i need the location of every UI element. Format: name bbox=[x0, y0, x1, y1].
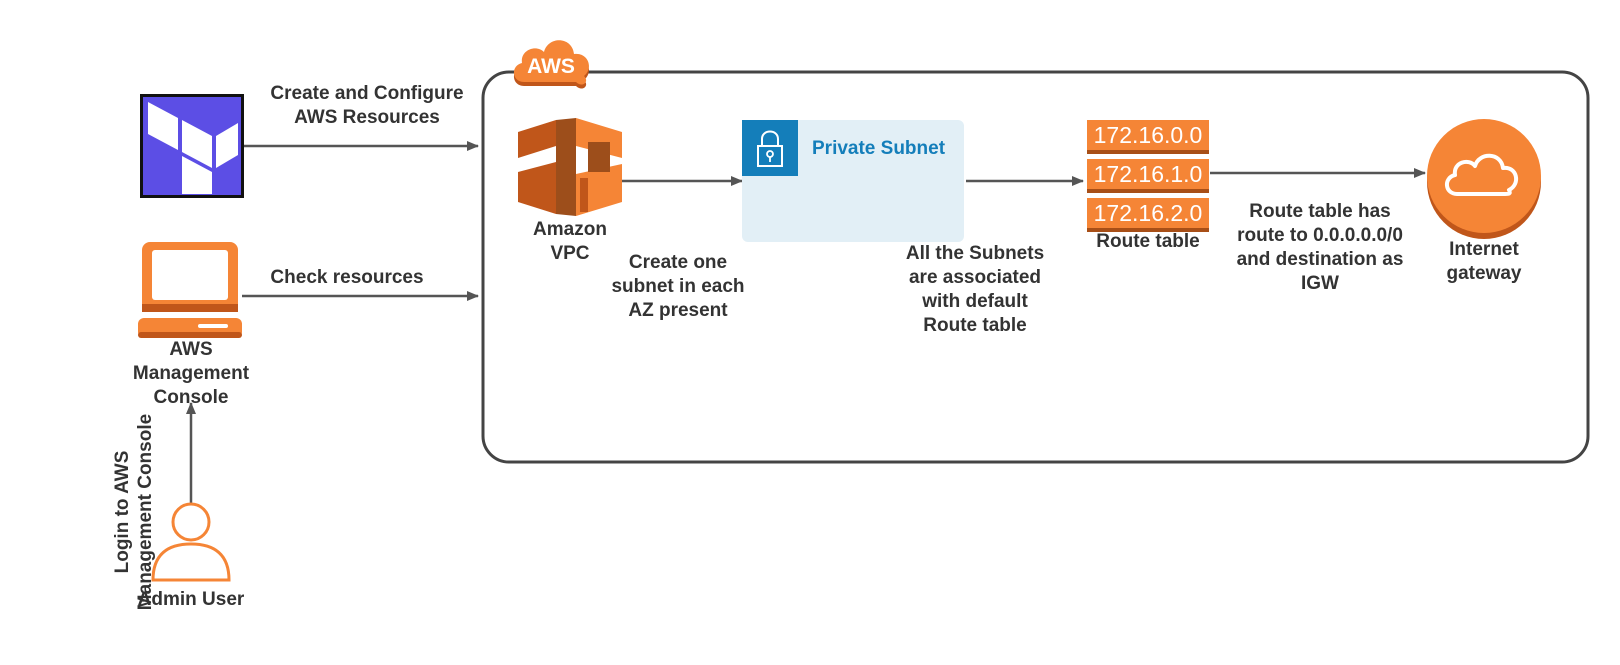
label-subnets-associated: All the Subnets are associated with defa… bbox=[905, 243, 1045, 336]
internet-gateway-node bbox=[1425, 118, 1543, 240]
terraform-icon bbox=[140, 94, 244, 198]
vpc-node bbox=[518, 118, 622, 218]
lock-icon bbox=[757, 130, 783, 167]
aws-cloud-icon bbox=[513, 40, 589, 89]
amazon-vpc-icon bbox=[518, 118, 622, 216]
admin-user-node bbox=[150, 502, 232, 582]
user-icon bbox=[151, 502, 231, 582]
management-console-node bbox=[138, 240, 242, 340]
aws-cloud-badge: AWS bbox=[510, 36, 592, 92]
route-table-row: 172.16.2.0 bbox=[1087, 198, 1209, 232]
label-route-table: Route table bbox=[1096, 231, 1200, 252]
label-create-configure: Create and Configure AWS Resources bbox=[270, 83, 464, 128]
label-route-has: Route table has route to 0.0.0.0.0/0 and… bbox=[1236, 201, 1404, 294]
aws-cloud-label: AWS bbox=[527, 55, 575, 78]
private-subnet-title: Private Subnet bbox=[812, 138, 946, 159]
label-check-resources: Check resources bbox=[270, 267, 424, 288]
label-amazon-vpc: Amazon VPC bbox=[533, 219, 607, 264]
terraform-node bbox=[140, 94, 244, 198]
private-subnet-lock-tile bbox=[742, 120, 798, 176]
aws-boundary bbox=[481, 70, 1590, 464]
computer-monitor-icon bbox=[138, 242, 242, 338]
label-management-console: AWS Management Console bbox=[132, 339, 250, 408]
label-admin-user: Admin User bbox=[137, 589, 245, 610]
route-table-row: 172.16.0.0 bbox=[1087, 120, 1209, 154]
route-table-row: 172.16.1.0 bbox=[1087, 159, 1209, 193]
label-internet-gateway: Internet gateway bbox=[1446, 239, 1522, 284]
label-create-subnet: Create one subnet in each AZ present bbox=[611, 252, 745, 321]
cloud-icon bbox=[1427, 119, 1541, 239]
private-subnet-box: Private Subnet bbox=[742, 120, 964, 242]
